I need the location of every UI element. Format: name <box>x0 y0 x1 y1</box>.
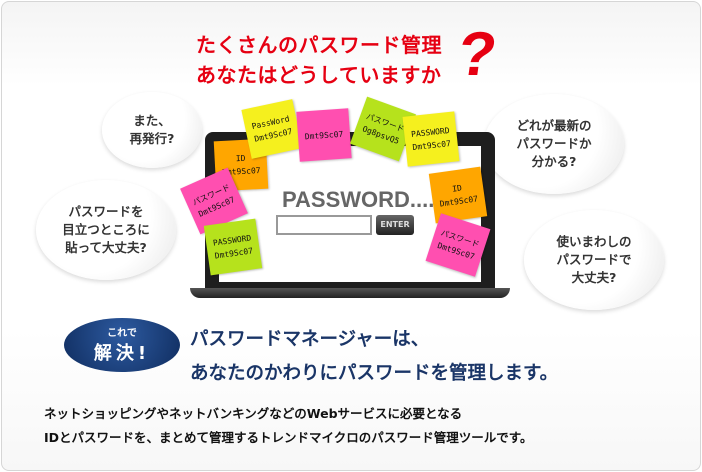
title-line2: あなたはどうしていますか <box>196 63 442 87</box>
description-line2: IDとパスワードを、まとめて管理するトレンドマイクロのパスワード管理ツールです。 <box>44 430 533 445</box>
badge-small: これで <box>107 328 137 339</box>
cloud-reissue: また、 再発行? <box>102 92 202 168</box>
solution-badge: これで 解決! <box>64 318 180 372</box>
sticky-note: Dmt9Sc07 <box>296 108 352 162</box>
cloud-text: 使いまわしの パスワードで 大丈夫? <box>556 234 632 285</box>
title-line1: たくさんのパスワード管理 <box>196 33 442 57</box>
cloud-text: また、 再発行? <box>129 113 175 146</box>
headline-line2: あなたのかわりにパスワードを管理します。 <box>190 363 559 384</box>
password-input <box>276 215 372 235</box>
cloud-sticky: パスワードを 目立つところに 貼って大丈夫? <box>36 180 176 280</box>
note-line: Dmt9Sc07 <box>304 129 344 141</box>
badge-large: 解決! <box>93 343 151 364</box>
headline: パスワードマネージャーは、 あなたのかわりにパスワードを管理します。 <box>190 323 558 391</box>
enter-button: ENTER <box>376 215 414 235</box>
cloud-latest: どれが最新の パスワードか 分かる? <box>484 94 624 194</box>
laptop-base <box>190 288 510 298</box>
headline-line1: パスワードマネージャーは、 <box>190 329 430 350</box>
cloud-text: どれが最新の パスワードか 分かる? <box>516 118 592 169</box>
cloud-reuse: 使いまわしの パスワードで 大丈夫? <box>524 210 664 310</box>
note-line: Dmt9Sc07 <box>412 138 452 152</box>
password-label: PASSWORD..... <box>282 187 441 212</box>
description: ネットショッピングやネットバンキングなどのWebサービスに必要となる IDとパス… <box>44 402 533 450</box>
description-line1: ネットショッピングやネットバンキングなどのWebサービスに必要となる <box>44 406 463 421</box>
title: たくさんのパスワード管理 あなたはどうしていますか <box>196 30 442 90</box>
note-line: Dmt9Sc07 <box>439 194 479 209</box>
cloud-text: パスワードを 目立つところに 貼って大丈夫? <box>62 204 150 255</box>
note-line: ID <box>235 153 246 164</box>
